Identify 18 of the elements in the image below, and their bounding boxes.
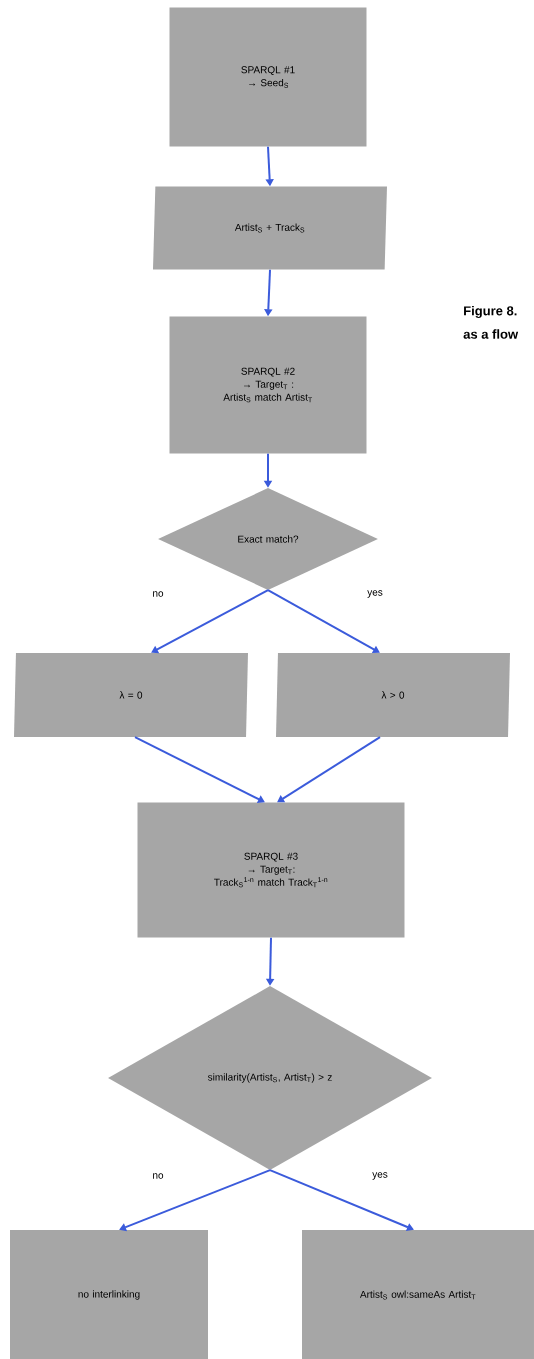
edge-label: yes xyxy=(366,589,384,599)
caption-text: Figure 8. xyxy=(464,305,517,319)
arrow xyxy=(151,589,269,654)
data-parallelogram: λ > 0 xyxy=(276,653,510,737)
arrow xyxy=(277,736,381,803)
data-parallelogram: λ = 0 xyxy=(14,653,248,737)
arrow xyxy=(119,1169,271,1232)
process-box: SPARQL #2 → Target$_{T}$ : Artist$_{S}$ match Artist$_{T}$ xyxy=(169,316,367,454)
edge-label: no xyxy=(151,1172,165,1180)
arrow xyxy=(134,736,265,803)
data-parallelogram: Artist$_{S}$ + Track$_{S}$ xyxy=(153,186,387,270)
edge-label: no xyxy=(151,590,165,598)
process-box: SPARQL #1 → Seed$_{S}$ xyxy=(169,7,367,147)
process-box: Artist$_{S}$ owl:sameAs Artist$_{T}$ xyxy=(302,1230,534,1359)
caption-text: as a flow xyxy=(463,329,519,339)
process-box: no interlinking xyxy=(10,1230,208,1359)
edge-label: yes xyxy=(371,1171,389,1181)
arrow xyxy=(267,589,380,654)
